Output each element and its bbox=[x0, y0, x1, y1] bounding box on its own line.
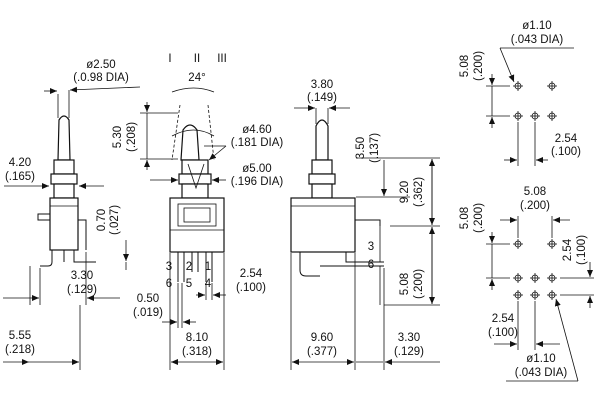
svg-text:(.196 DIA): (.196 DIA) bbox=[231, 176, 284, 188]
svg-text:(.019): (.019) bbox=[133, 307, 163, 319]
dim-bottom-left: 5.55 (.218) bbox=[3, 305, 81, 370]
svg-text:(.200): (.200) bbox=[473, 203, 485, 233]
svg-text:(.200): (.200) bbox=[520, 200, 550, 212]
svg-text:(.318): (.318) bbox=[182, 346, 212, 358]
dim-pin-left: 3.30 (.129) bbox=[3, 252, 120, 305]
svg-text:3.50: 3.50 bbox=[355, 137, 367, 159]
angle-label: 24° bbox=[188, 72, 205, 84]
svg-text:(.100): (.100) bbox=[551, 146, 581, 158]
left-view bbox=[37, 115, 127, 270]
svg-text:(.043 DIA): (.043 DIA) bbox=[511, 34, 564, 46]
dim-side-top: 3.80 (.149) bbox=[294, 79, 350, 124]
svg-text:(.129): (.129) bbox=[67, 284, 97, 296]
dim-body-width-front: 8.10 (.318) bbox=[169, 253, 225, 370]
dim-bushing-dia-1: ø4.60 (.181 DIA) bbox=[204, 124, 284, 161]
svg-text:(.0.98 DIA): (.0.98 DIA) bbox=[73, 72, 129, 84]
svg-text:(.218): (.218) bbox=[5, 344, 35, 356]
svg-text:(.100): (.100) bbox=[488, 327, 518, 339]
dim-side-h3: 5.08 (.200) bbox=[379, 226, 440, 306]
svg-text:5: 5 bbox=[186, 278, 192, 290]
svg-text:2.54: 2.54 bbox=[562, 238, 574, 261]
svg-text:ø4.60: ø4.60 bbox=[242, 124, 271, 136]
svg-text:ø2.50: ø2.50 bbox=[86, 59, 115, 71]
svg-text:I: I bbox=[168, 53, 171, 65]
svg-text:0.70: 0.70 bbox=[96, 209, 108, 231]
dim-pitch-front: 2.54 (.100) bbox=[196, 268, 266, 300]
svg-text:5.30: 5.30 bbox=[112, 126, 124, 148]
dim-side-pin: 3.30 (.129) bbox=[356, 268, 440, 370]
svg-text:(.100): (.100) bbox=[236, 282, 266, 294]
lever bbox=[57, 115, 71, 161]
svg-text:ø1.10: ø1.10 bbox=[522, 20, 551, 32]
svg-text:(.137): (.137) bbox=[369, 133, 381, 163]
svg-text:9.60: 9.60 bbox=[311, 332, 333, 344]
svg-text:III: III bbox=[217, 53, 227, 65]
svg-text:(.100): (.100) bbox=[576, 235, 588, 265]
pcb-hole-grid-2 bbox=[513, 239, 557, 300]
dim-lever-height: 5.30 (.208) bbox=[112, 102, 178, 170]
svg-text:(.149): (.149) bbox=[307, 92, 337, 104]
dim-bushing-dia-2: ø5.00 (.196 DIA) bbox=[150, 163, 283, 188]
front-view bbox=[169, 104, 225, 282]
svg-text:5.55: 5.55 bbox=[9, 330, 31, 342]
svg-text:II: II bbox=[194, 53, 200, 65]
svg-text:(.027): (.027) bbox=[109, 205, 121, 235]
svg-text:5.08: 5.08 bbox=[459, 55, 471, 77]
dim-lever-dia: ø2.50 (.0.98 DIA) bbox=[44, 59, 141, 118]
svg-text:4.20: 4.20 bbox=[9, 157, 31, 169]
svg-text:(.129): (.129) bbox=[394, 346, 424, 358]
svg-text:3.30: 3.30 bbox=[71, 270, 93, 282]
pcb-layout-1: ø1.10 (.043 DIA) 5.08 (.200) 2.54 (.100) bbox=[459, 20, 581, 166]
svg-text:6: 6 bbox=[166, 278, 172, 290]
side-view bbox=[290, 119, 384, 277]
svg-text:8.10: 8.10 bbox=[186, 332, 208, 344]
dim-body-width: 4.20 (.165) bbox=[4, 157, 104, 189]
svg-text:5.08: 5.08 bbox=[524, 186, 546, 198]
svg-text:(.208): (.208) bbox=[126, 122, 138, 152]
pcb-hole-grid-1 bbox=[513, 81, 557, 121]
lever-positions: I II III 24° bbox=[168, 53, 227, 93]
svg-text:3: 3 bbox=[368, 241, 374, 253]
pin-numbers-front: 3 2 1 6 5 4 bbox=[166, 261, 212, 290]
svg-text:5.08: 5.08 bbox=[459, 207, 471, 229]
svg-text:6: 6 bbox=[368, 259, 374, 271]
svg-text:1: 1 bbox=[205, 261, 211, 273]
svg-text:9.20: 9.20 bbox=[399, 181, 411, 203]
svg-text:3.80: 3.80 bbox=[311, 79, 333, 91]
svg-text:(.181 DIA): (.181 DIA) bbox=[231, 137, 284, 149]
svg-text:3: 3 bbox=[166, 261, 172, 273]
pin-numbers-side: 3 6 bbox=[368, 241, 374, 271]
svg-text:(.200): (.200) bbox=[473, 51, 485, 81]
dim-side-h2: 9.20 (.362) bbox=[390, 157, 440, 227]
svg-text:ø5.00: ø5.00 bbox=[242, 163, 271, 175]
svg-text:5.08: 5.08 bbox=[399, 273, 411, 295]
switch-body bbox=[169, 197, 225, 253]
svg-text:(.377): (.377) bbox=[307, 346, 337, 358]
dim-side-h1: 3.50 (.137) bbox=[355, 133, 410, 198]
svg-text:3.30: 3.30 bbox=[398, 332, 420, 344]
svg-text:(.165): (.165) bbox=[5, 171, 35, 183]
svg-text:ø1.10: ø1.10 bbox=[526, 353, 555, 365]
lever bbox=[315, 119, 329, 161]
switch-body bbox=[290, 197, 356, 253]
svg-text:(.362): (.362) bbox=[413, 177, 425, 207]
svg-text:2.54: 2.54 bbox=[555, 133, 578, 145]
svg-text:2: 2 bbox=[186, 261, 192, 273]
switch-body bbox=[49, 197, 79, 251]
svg-text:0.50: 0.50 bbox=[137, 293, 159, 305]
dim-pin-width: 0.50 (.019) bbox=[133, 283, 196, 328]
svg-text:2.54: 2.54 bbox=[492, 313, 515, 325]
pcb-layout-2: 5.08 (.200) 5.08 (.200) 2.54 (.100) 2.54 bbox=[459, 186, 594, 382]
dim-bracket: 0.70 (.027) bbox=[96, 205, 129, 261]
dim-side-width: 9.60 (.377) bbox=[290, 253, 356, 370]
svg-text:(.043 DIA): (.043 DIA) bbox=[515, 367, 568, 379]
svg-text:4: 4 bbox=[205, 278, 212, 290]
svg-text:2.54: 2.54 bbox=[240, 268, 263, 280]
svg-text:(.200): (.200) bbox=[413, 269, 425, 299]
